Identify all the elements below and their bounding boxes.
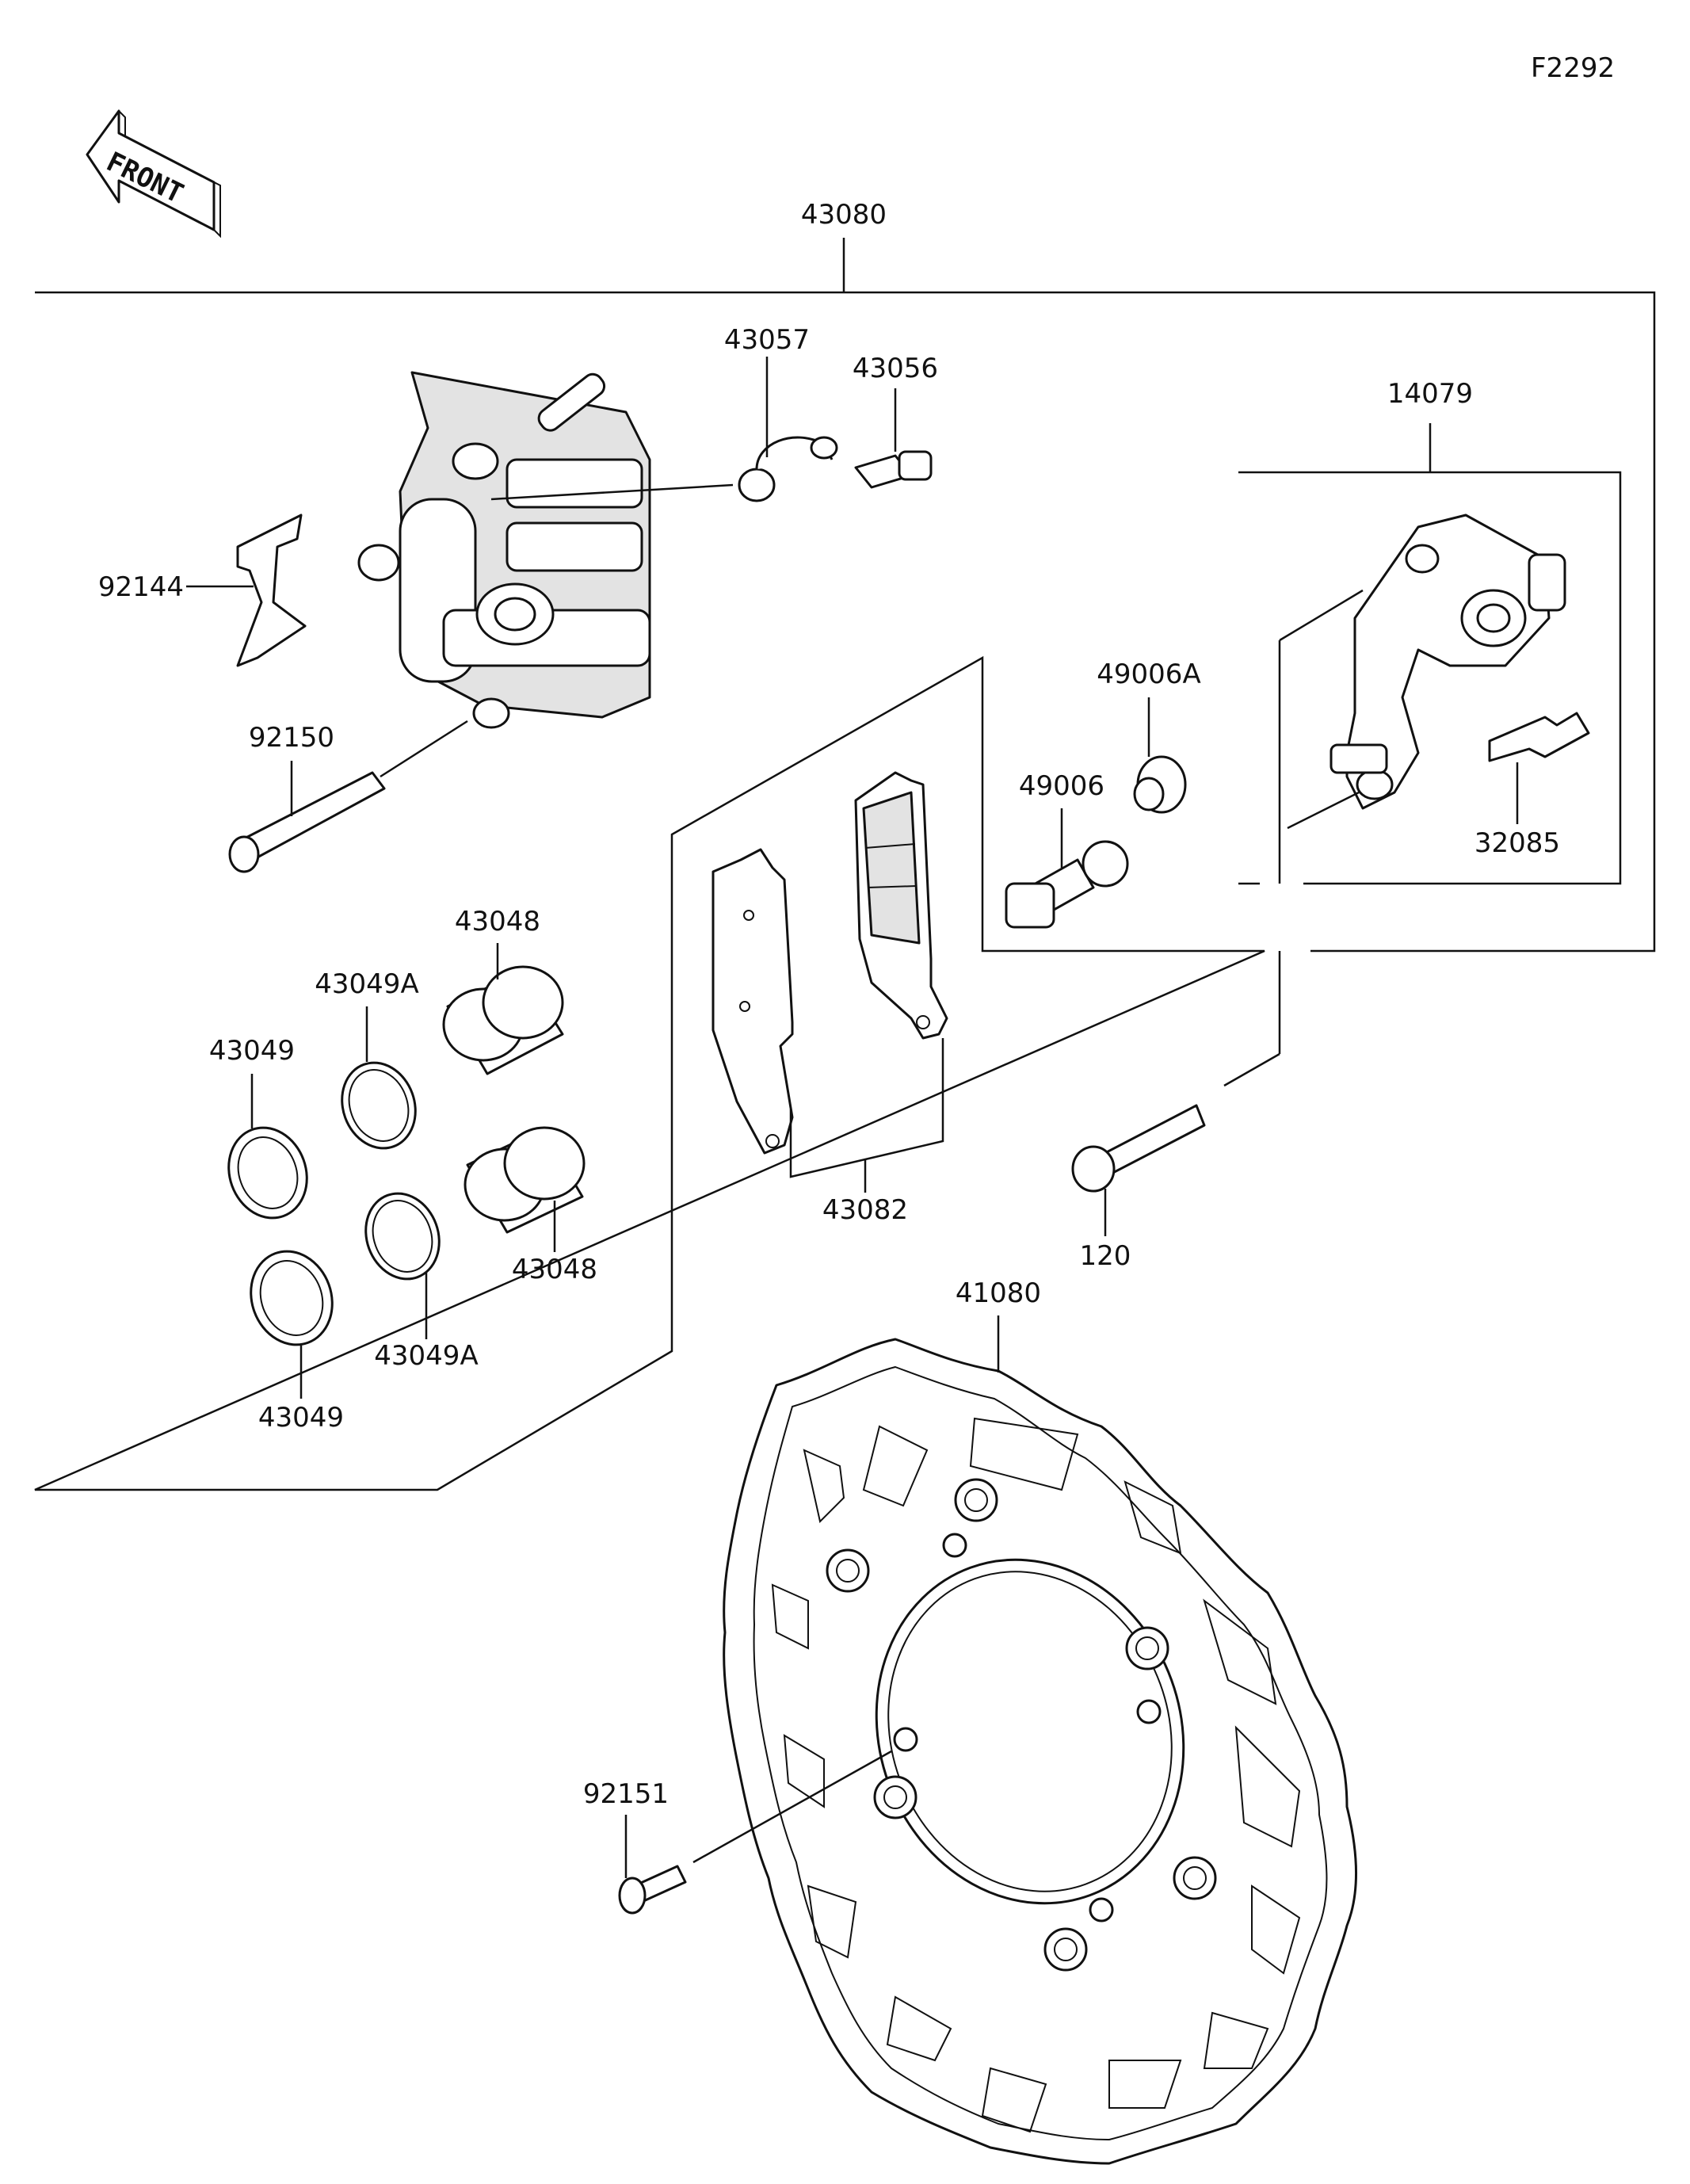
label-92150: 92150	[249, 722, 334, 754]
label-43080: 43080	[801, 199, 887, 231]
label-49006: 49006	[1019, 770, 1104, 802]
label-92144: 92144	[98, 571, 184, 603]
label-92151: 92151	[583, 1778, 669, 1810]
label-43056: 43056	[853, 353, 938, 384]
bracket-bolt	[1071, 1104, 1206, 1193]
label-43057: 43057	[724, 324, 810, 356]
label-41080: 41080	[956, 1277, 1041, 1309]
brake-pad-right	[854, 771, 948, 1040]
label-43048-top: 43048	[455, 906, 540, 937]
bleeder-cap	[738, 436, 838, 502]
label-32085: 32085	[1474, 827, 1560, 859]
label-43048-bot: 43048	[512, 1254, 597, 1285]
label-49006A: 49006A	[1097, 659, 1200, 690]
piston-bottom	[464, 1126, 586, 1234]
label-43049-bot: 43049	[258, 1402, 344, 1434]
pad-spring	[236, 514, 307, 667]
caliper-body	[357, 371, 651, 729]
label-43049-top: 43049	[209, 1035, 295, 1067]
label-43049A-bot: 43049A	[374, 1340, 478, 1372]
piston-seal-bottom	[250, 1250, 334, 1346]
caliper-bracket	[1329, 514, 1566, 810]
dust-seal-top	[341, 1061, 417, 1150]
disc-bolt	[618, 1865, 687, 1915]
brake-disc	[723, 1338, 1357, 2165]
label-43082: 43082	[822, 1194, 908, 1226]
piston-top	[442, 965, 564, 1075]
dust-seal-bottom	[364, 1192, 441, 1281]
piston-seal-top	[227, 1126, 308, 1220]
label-120: 120	[1080, 1240, 1131, 1272]
bleeder-valve	[854, 450, 933, 489]
figure-code: F2292	[1531, 52, 1615, 84]
label-14079: 14079	[1387, 378, 1473, 410]
brake-pad-left	[711, 848, 794, 1155]
pin-boot	[1133, 755, 1187, 814]
front-arrow-icon: FRONT	[86, 109, 221, 239]
caliper-pin	[228, 771, 386, 873]
label-43049A-top: 43049A	[315, 968, 418, 1000]
pad-clip	[1488, 712, 1590, 762]
pin-bolt	[1005, 840, 1129, 929]
